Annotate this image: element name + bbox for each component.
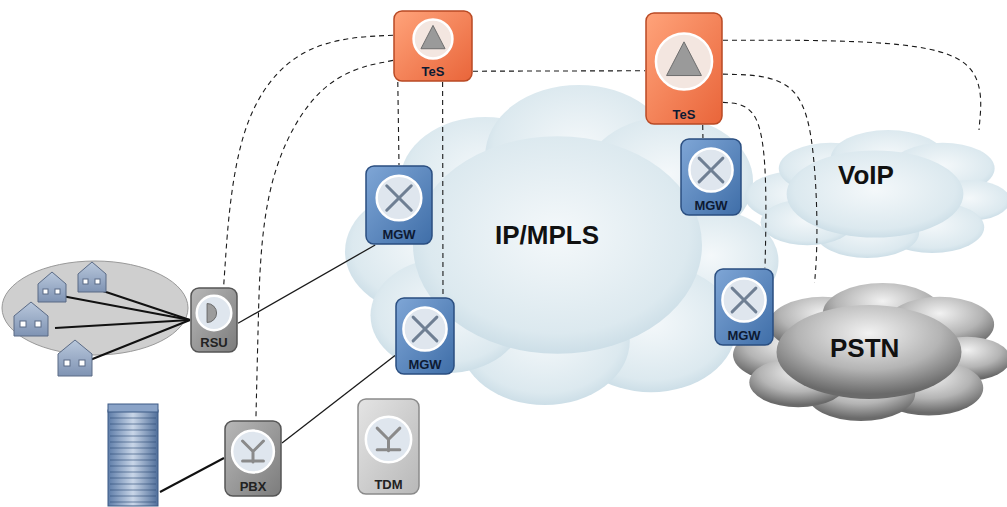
icon-body	[681, 139, 741, 215]
floor-line	[110, 502, 156, 503]
icon-body	[191, 288, 237, 352]
signaling-link	[723, 102, 766, 268]
server-icon: TeS	[645, 12, 723, 125]
network-label: PSTN	[830, 333, 899, 363]
arrow-symbol	[711, 170, 723, 182]
icon-body	[646, 13, 722, 124]
icon-body	[394, 11, 472, 81]
floor-line	[110, 496, 156, 497]
icon-disc	[197, 296, 232, 331]
signaling-link	[256, 60, 393, 420]
signaling-link	[723, 74, 817, 283]
triangle-symbol	[667, 42, 702, 76]
arrow-symbol	[425, 317, 437, 329]
floor-line	[110, 430, 156, 431]
node-label: PBX	[240, 479, 267, 497]
icon-disc	[414, 20, 453, 59]
building-floors	[110, 418, 156, 502]
signaling-link	[702, 125, 703, 138]
arrow-symbol	[732, 300, 744, 312]
arrow-symbol	[711, 158, 723, 170]
house-icons	[14, 262, 106, 376]
icon-body	[366, 166, 432, 244]
node-label: MGW	[408, 357, 441, 375]
gateway-icon: MGW	[714, 268, 774, 346]
icon-disc	[377, 176, 422, 221]
arrow-symbol	[744, 300, 756, 312]
arrow-symbol	[699, 158, 711, 170]
rsu-symbol	[207, 303, 217, 322]
arrow-symbol	[413, 329, 425, 341]
icon-body	[715, 269, 773, 345]
network-cloud: PSTN	[733, 283, 1005, 421]
remote-unit-icon: RSU	[190, 287, 238, 353]
node-label: TeS	[422, 64, 445, 82]
arrow-symbol	[387, 198, 399, 210]
signaling-link	[224, 35, 393, 287]
switch-icon: TDM	[357, 398, 420, 495]
node-label: TDM	[374, 477, 402, 495]
node-label: MGW	[694, 198, 727, 216]
triangle-symbol	[421, 25, 445, 48]
floor-line	[110, 424, 156, 425]
arrow-symbol	[399, 186, 411, 198]
floor-line	[110, 448, 156, 449]
node-label: MGW	[382, 227, 415, 245]
floor-line	[110, 490, 156, 491]
network-label: VoIP	[838, 160, 894, 190]
icon-disc	[722, 278, 765, 321]
arrow-symbol	[744, 288, 756, 300]
signaling-link	[442, 82, 443, 297]
network-cloud: VoIP	[745, 130, 1005, 258]
cloud-puff	[787, 150, 964, 237]
cloud-shape	[745, 130, 1005, 258]
floor-line	[110, 436, 156, 437]
signaling-link	[473, 70, 645, 72]
icon-body	[396, 298, 454, 374]
cloud-puff	[777, 305, 962, 399]
area-ellipse	[2, 261, 188, 355]
arrow-symbol	[425, 329, 437, 341]
arrow-symbol	[413, 317, 425, 329]
signaling-link	[723, 40, 981, 130]
arrow-symbol	[399, 198, 411, 210]
server-icon: TeS	[393, 10, 473, 82]
floor-line	[110, 466, 156, 467]
node-label: MGW	[727, 328, 760, 346]
media-link	[238, 245, 375, 323]
building-icon	[108, 404, 158, 506]
network-label: IP/MPLS	[495, 220, 599, 250]
arrow-symbol	[699, 170, 711, 182]
floor-line	[110, 454, 156, 455]
switch-symbol	[377, 428, 400, 451]
floor-line	[110, 472, 156, 473]
node-label: RSU	[200, 335, 227, 353]
icon-body	[358, 399, 419, 494]
icon-disc	[656, 33, 712, 89]
media-link	[282, 356, 395, 444]
arrow-symbol	[387, 186, 399, 198]
gateway-icon: MGW	[365, 165, 433, 245]
floor-line	[110, 418, 156, 419]
cloud-puff	[413, 136, 702, 354]
node-label: TeS	[673, 107, 696, 125]
floor-line	[110, 484, 156, 485]
floor-line	[110, 460, 156, 461]
gateway-icon: MGW	[395, 297, 455, 375]
gateway-icon: MGW	[680, 138, 742, 216]
floor-line	[110, 442, 156, 443]
switch-symbol	[243, 441, 264, 462]
signaling-link	[398, 82, 399, 165]
icon-disc	[366, 417, 411, 462]
icon-disc	[689, 148, 732, 191]
arrow-symbol	[732, 288, 744, 300]
icon-disc	[403, 307, 446, 350]
switch-icon: PBX	[224, 420, 282, 497]
icon-disc	[232, 431, 274, 473]
floor-line	[110, 478, 156, 479]
icon-body	[225, 421, 281, 496]
